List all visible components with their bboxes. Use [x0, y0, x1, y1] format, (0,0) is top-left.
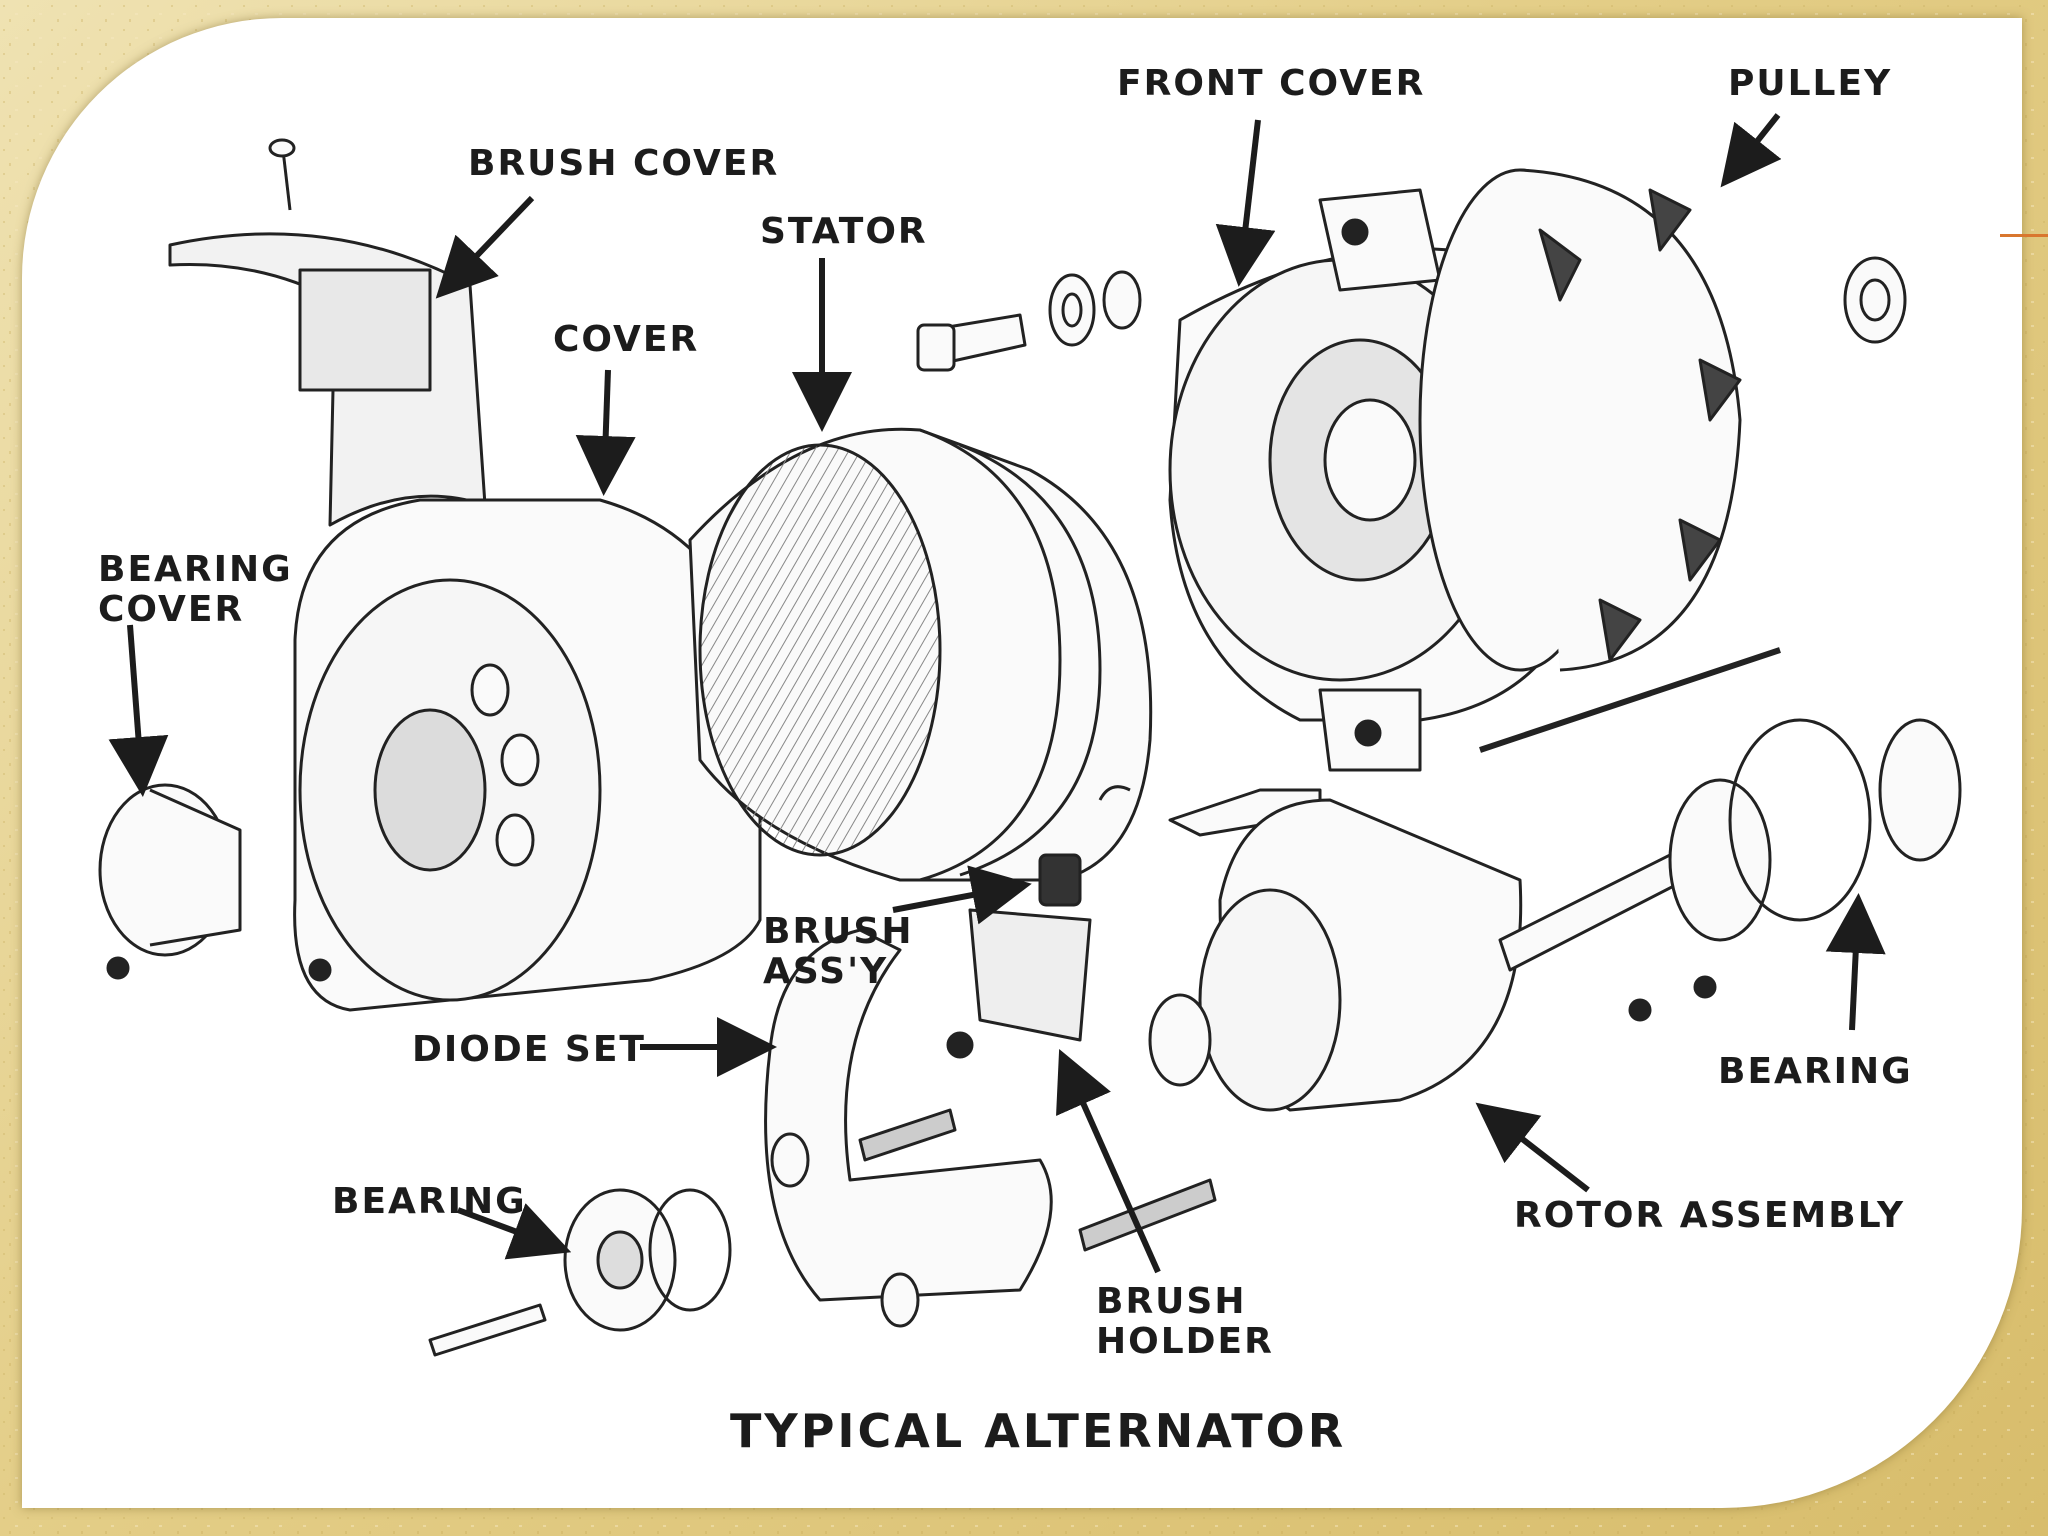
arrow-bearing-bottom: [456, 1203, 572, 1260]
arrow-rotor-assembly: [1475, 1102, 1590, 1193]
label-pulley: PULLEY: [1728, 63, 1893, 104]
label-diode-set: DIODE SET: [412, 1029, 646, 1070]
arrow-cover: [575, 369, 636, 496]
label-brush-holder-line1: BRUSH: [1096, 1281, 1247, 1322]
arrow-bearing-right: [1825, 893, 1886, 1031]
arrow-brush-cover: [435, 195, 535, 299]
stator-part: [688, 427, 1153, 882]
brush-holder-part: [946, 908, 1092, 1059]
diode-set-part: [764, 928, 1217, 1328]
arrow-bearing-cover: [108, 624, 169, 797]
bearing-cover-part: [98, 783, 242, 980]
label-bearing-bottom: BEARING: [332, 1181, 527, 1222]
rotor-assembly-part: [1148, 718, 1962, 1112]
brush-cover-part: [168, 138, 487, 527]
label-cover: COVER: [553, 319, 700, 360]
pulley-part: [1418, 168, 1907, 672]
label-stator: STATOR: [760, 211, 928, 252]
label-bearing-cover-line1: BEARING: [98, 549, 293, 590]
decorative-rule: [2000, 234, 2048, 237]
through-bolt-part: [1479, 647, 1781, 753]
label-bearing-right: BEARING: [1718, 1051, 1913, 1092]
bottom-bearing-part: [428, 1188, 732, 1357]
bolt-washers-part: [916, 270, 1142, 372]
label-brush-holder-line2: HOLDER: [1096, 1321, 1274, 1362]
label-brush-cover: BRUSH COVER: [468, 143, 780, 184]
arrow-front-cover: [1215, 119, 1276, 287]
arrow-brush-assy: [892, 865, 1032, 925]
label-rotor-assembly: ROTOR ASSEMBLY: [1514, 1195, 1906, 1236]
label-brush-assy-line2: ASS'Y: [763, 951, 889, 992]
diagram-title: TYPICAL ALTERNATOR: [730, 1404, 1347, 1458]
label-bearing-cover-line2: COVER: [98, 589, 245, 630]
rear-housing-part: [293, 498, 762, 1012]
label-brush-assy-line1: BRUSH: [763, 911, 914, 952]
arrow-pulley: [1720, 113, 1782, 188]
arrow-brush-holder: [1056, 1049, 1161, 1274]
label-front-cover: FRONT COVER: [1117, 63, 1426, 104]
